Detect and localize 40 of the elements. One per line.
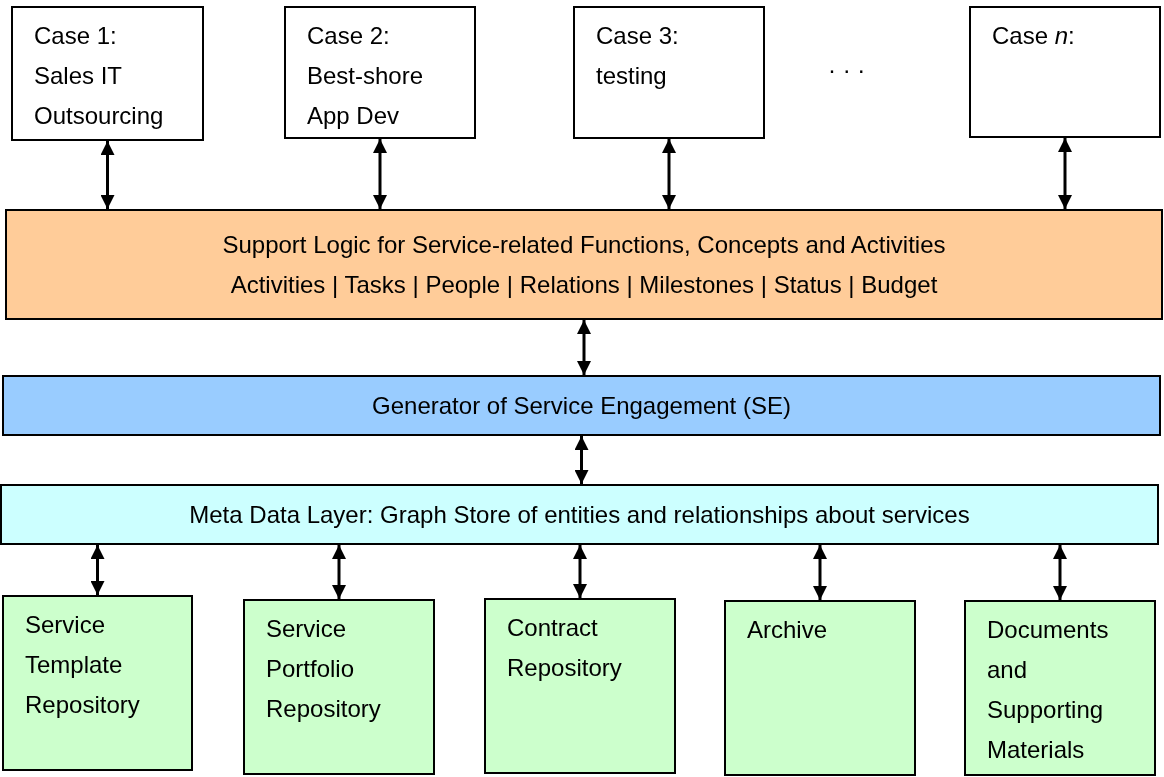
case-box	[11, 6, 204, 141]
repository-box	[243, 599, 435, 775]
repository-box	[2, 595, 193, 771]
repository-box	[724, 600, 916, 776]
double-headed-arrow	[100, 141, 115, 209]
metadata-layer-band	[0, 484, 1159, 545]
double-headed-arrow	[332, 545, 346, 599]
case-description: Sales IT Outsourcing	[34, 61, 165, 131]
repository-name: Documents and Supporting Materials	[987, 615, 1110, 765]
support-logic-band	[5, 209, 1163, 320]
band-title: Generator of Service Engagement (SE)	[372, 390, 791, 421]
repository-name: Service Template Repository	[25, 610, 141, 720]
case-box	[573, 6, 765, 139]
double-headed-arrow	[573, 545, 587, 598]
case-heading: Case 1:	[34, 21, 117, 51]
case-description: Best-shore App Dev	[307, 61, 425, 131]
band-title: Meta Data Layer: Graph Store of entities and relationships about services	[189, 499, 970, 530]
case-heading: Case n:	[992, 21, 1075, 51]
double-headed-arrow	[662, 139, 676, 209]
double-headed-arrow	[813, 545, 827, 600]
repository-name: Service Portfolio Repository	[266, 614, 382, 724]
case-heading: Case 2:	[307, 21, 390, 51]
double-headed-arrow	[1058, 138, 1072, 209]
double-headed-arrow	[577, 320, 591, 375]
generator-band	[2, 375, 1161, 436]
band-subtitle: Activities | Tasks | People | Relations | Milestones | Status | Budget	[230, 269, 938, 300]
case-box	[284, 6, 476, 139]
case-description: testing	[596, 61, 667, 91]
ellipsis-label: · · ·	[828, 55, 866, 85]
repository-name: Contract Repository	[507, 613, 623, 683]
double-headed-arrow	[373, 139, 387, 209]
repository-box	[964, 600, 1156, 776]
double-headed-arrow	[574, 436, 589, 484]
repository-box	[484, 598, 676, 774]
double-headed-arrow	[90, 545, 105, 595]
band-title: Support Logic for Service-related Functions, Concepts and Activities	[222, 229, 946, 260]
repository-name: Archive	[747, 615, 828, 645]
case-box	[969, 6, 1161, 138]
double-headed-arrow	[1053, 545, 1067, 600]
case-heading: Case 3:	[596, 21, 679, 51]
